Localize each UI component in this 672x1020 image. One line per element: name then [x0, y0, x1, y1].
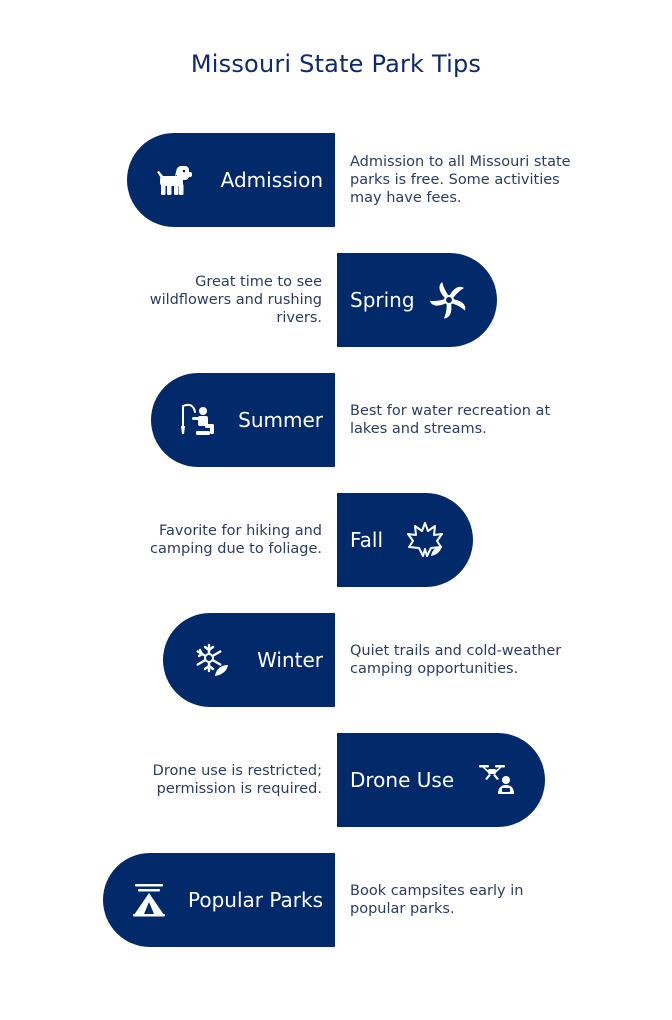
popular-parks-label: Popular Parks — [188, 888, 323, 912]
winter-description: Quiet trails and cold-weather camping op… — [350, 643, 562, 677]
campsite-tent-icon — [131, 880, 171, 920]
admission-pill: Admission — [127, 133, 335, 227]
fall-pill: Fall — [337, 493, 473, 587]
snowflake-leaf-icon — [191, 640, 231, 680]
winter-label: Winter — [257, 648, 323, 672]
page-title: Missouri State Park Tips — [190, 50, 482, 78]
tip-row-spring: Great time to see wildflowers and rushin… — [0, 253, 672, 347]
spring-description: Great time to see wildflowers and rushin… — [149, 274, 322, 326]
spring-pill: Spring — [337, 253, 497, 347]
summer-pill: Summer — [151, 373, 335, 467]
admission-label: Admission — [220, 168, 323, 192]
fall-description: Favorite for hiking and camping due to f… — [150, 523, 322, 557]
tip-row-popular-parks: Popular Parks Book campsites early in po… — [0, 853, 672, 947]
spring-label: Spring — [350, 288, 415, 312]
drone-operator-icon — [477, 760, 517, 800]
tip-row-admission: Admission Admission to all Missouri stat… — [0, 133, 672, 227]
popular-parks-pill: Popular Parks — [103, 853, 335, 947]
fall-label: Fall — [350, 528, 384, 552]
summer-description: Best for water recreation at lakes and s… — [350, 403, 551, 437]
winter-pill: Winter — [163, 613, 335, 707]
summer-label: Summer — [238, 408, 323, 432]
tip-row-fall: Favorite for hiking and camping due to f… — [0, 493, 672, 587]
tip-row-summer: Summer Best for water recreation at lake… — [0, 373, 672, 467]
fishing-person-icon — [179, 400, 219, 440]
leaf-icon — [405, 520, 445, 560]
popular-parks-description: Book campsites early in popular parks. — [350, 883, 524, 917]
dog-icon — [155, 160, 195, 200]
tip-row-winter: Winter Quiet trails and cold-weather cam… — [0, 613, 672, 707]
drone-use-label: Drone Use — [350, 768, 455, 792]
admission-description: Admission to all Missouri state parks is… — [350, 154, 571, 206]
tip-row-drone-use: Drone use is restricted; permission is r… — [0, 733, 672, 827]
pinwheel-flower-icon — [429, 280, 469, 320]
drone-use-pill: Drone Use — [337, 733, 545, 827]
drone-use-description: Drone use is restricted; permission is r… — [152, 763, 322, 797]
